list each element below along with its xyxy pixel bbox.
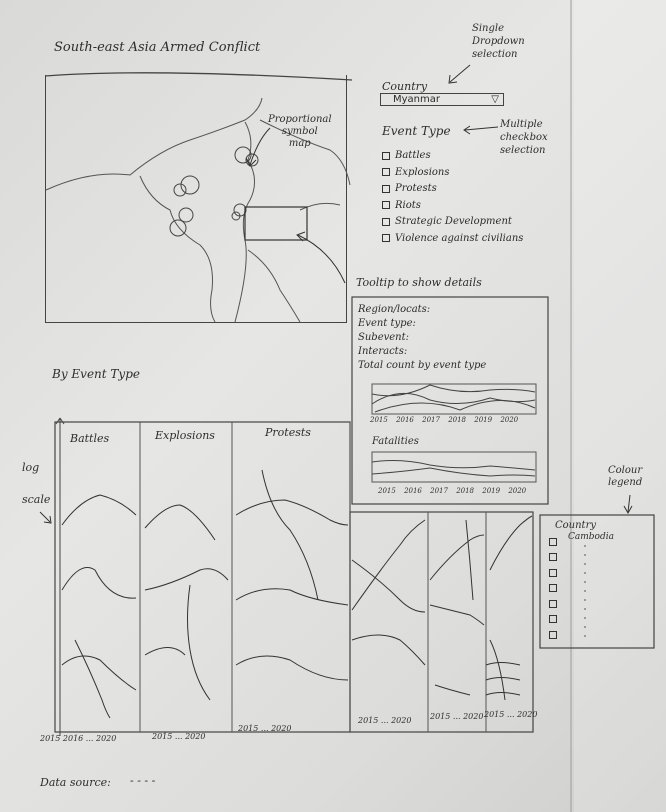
section-title: By Event Type xyxy=(52,367,140,381)
tooltip-panel: Region/locats: Event type: Subevent: Int… xyxy=(358,303,486,373)
panel-axis: 2015 2016 ... 2020 xyxy=(40,734,117,743)
legend-checkbox[interactable] xyxy=(549,584,557,592)
event-type-option-protests[interactable]: Protests xyxy=(382,181,523,198)
proportional-symbol-map[interactable] xyxy=(45,75,347,323)
country-selected-value: Myanmar xyxy=(393,94,440,105)
dropdown-annotation: Single Dropdown selection xyxy=(472,23,525,60)
map-annotation: Proportional symbol map xyxy=(268,114,332,149)
tooltip-axis-top: 2015 2016 2017 2018 2019 2020 xyxy=(370,416,519,424)
tooltip-field: Interacts: xyxy=(358,346,408,357)
checkbox-annotation: Multiple checkbox selection xyxy=(500,119,548,156)
legend-title: Country xyxy=(555,520,597,531)
panel-label-battles: Battles xyxy=(70,432,110,445)
tooltip-annotation: Tooltip to show details xyxy=(356,276,482,289)
log-scale-annotation: log scale xyxy=(22,461,51,506)
legend-checkbox[interactable] xyxy=(549,537,557,546)
event-type-label: Event Type xyxy=(382,124,451,138)
page-title: South-east Asia Armed Conflict xyxy=(54,40,261,55)
legend-checkbox[interactable] xyxy=(549,553,557,561)
tooltip-field: Total count by event type xyxy=(358,360,487,371)
event-type-checkbox-list: Battles Explosions Protests Riots Strate… xyxy=(382,148,523,247)
panel-axis: 2015 ... 2020 xyxy=(152,732,206,741)
event-type-option-explosions[interactable]: Explosions xyxy=(382,165,523,182)
checkbox[interactable] xyxy=(382,201,390,209)
panel-axis: 2015 ... 2020 xyxy=(430,712,484,721)
checkbox[interactable] xyxy=(382,234,390,242)
checkbox[interactable] xyxy=(382,184,390,193)
tooltip-field: Subevent: xyxy=(358,332,410,343)
legend-checkbox-list xyxy=(549,533,562,642)
tooltip-axis-bottom: 2015 2016 2017 2018 2019 2020 xyxy=(378,487,527,495)
checkbox[interactable] xyxy=(382,168,390,176)
data-source-value: - - - - xyxy=(130,774,156,787)
panel-label-protests: Protests xyxy=(265,426,311,439)
panel-label-explosions: Explosions xyxy=(155,429,215,442)
country-dropdown[interactable]: Myanmar ▽ xyxy=(380,93,504,106)
panel-axis: 2015 ... 2020 xyxy=(484,710,538,719)
tooltip-field: Event type: xyxy=(358,318,416,329)
legend-checkbox[interactable] xyxy=(549,630,557,639)
legend-checkbox[interactable] xyxy=(549,599,557,608)
legend-checkbox[interactable] xyxy=(549,568,557,577)
panel-axis: 2015 ... 2020 xyxy=(358,716,412,725)
event-type-option-riots[interactable]: Riots xyxy=(382,198,523,215)
event-type-option-battles[interactable]: Battles xyxy=(382,148,523,165)
legend-annotation: Colour legend xyxy=(608,465,643,488)
chevron-down-icon: ▽ xyxy=(491,94,499,105)
data-source-label: Data source: xyxy=(40,776,111,789)
event-type-option-violence[interactable]: Violence against civilians xyxy=(382,231,523,248)
tooltip-fatalities-label: Fatalities xyxy=(372,436,419,447)
tooltip-field: Region/locats: xyxy=(358,304,431,315)
legend-first-item: Cambodia xyxy=(568,532,614,542)
checkbox[interactable] xyxy=(382,151,390,160)
legend-checkbox[interactable] xyxy=(549,615,557,623)
country-label: Country xyxy=(382,80,428,93)
panel-axis: 2015 ... 2020 xyxy=(238,724,292,733)
event-type-option-strategic[interactable]: Strategic Development xyxy=(382,214,523,231)
checkbox[interactable] xyxy=(382,217,390,226)
